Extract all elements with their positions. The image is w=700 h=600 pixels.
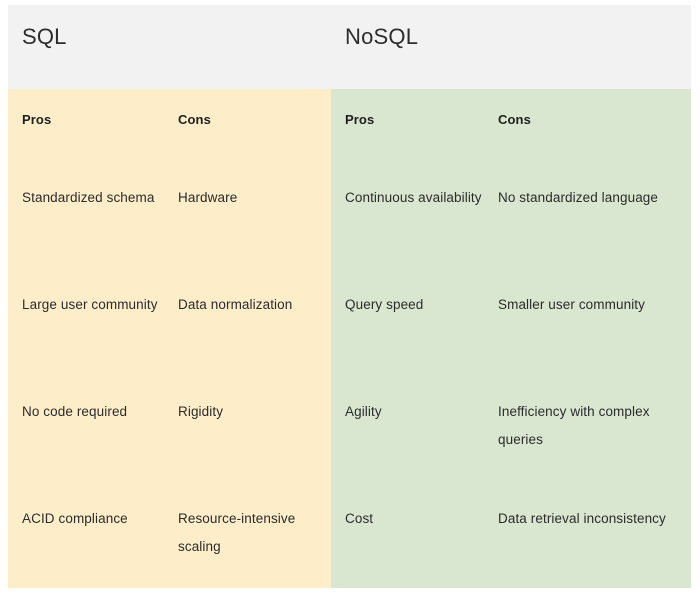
cell-nosql-cons-1: No standardized language xyxy=(498,190,659,205)
header-cell-sql: SQL xyxy=(8,5,331,89)
column-nosql-pros: Pros Continuous availability Query speed… xyxy=(345,89,500,588)
column-header-nosql-pros: Pros xyxy=(345,112,375,127)
cell-nosql-pros-1: Continuous availability xyxy=(345,190,482,205)
cell-sql-cons-3: Rigidity xyxy=(178,404,224,419)
cell-sql-cons-2: Data normalization xyxy=(178,297,293,312)
cell-nosql-cons-3: Inefficiency with complex queries xyxy=(498,404,650,447)
panel-nosql: Pros Continuous availability Query speed… xyxy=(331,89,691,588)
column-header-nosql-cons: Cons xyxy=(498,112,531,127)
cell-sql-cons-1: Hardware xyxy=(178,190,238,205)
panel-title-sql: SQL xyxy=(22,24,67,49)
table-header-band: SQL NoSQL xyxy=(8,5,691,89)
cell-sql-pros-2: Large user community xyxy=(22,297,158,312)
cell-sql-pros-4: ACID compliance xyxy=(22,511,128,526)
column-header-sql-pros: Pros xyxy=(22,112,52,127)
column-header-sql-cons: Cons xyxy=(178,112,211,127)
panel-sql: Pros Standardized schema Large user comm… xyxy=(8,89,331,588)
table-body-band: Pros Standardized schema Large user comm… xyxy=(8,89,691,588)
column-nosql-cons: Cons No standardized language Smaller us… xyxy=(498,89,688,588)
cell-nosql-pros-2: Query speed xyxy=(345,297,424,312)
cell-nosql-pros-3: Agility xyxy=(345,404,382,419)
panel-title-nosql: NoSQL xyxy=(345,24,419,49)
column-sql-pros: Pros Standardized schema Large user comm… xyxy=(22,89,172,588)
cell-nosql-pros-4: Cost xyxy=(345,511,374,526)
cell-nosql-cons-2: Smaller user community xyxy=(498,297,645,312)
column-sql-cons: Cons Hardware Data normalization Rigidit… xyxy=(178,89,328,588)
cell-sql-pros-1: Standardized schema xyxy=(22,190,155,205)
cell-sql-pros-3: No code required xyxy=(22,404,128,419)
cell-nosql-cons-4: Data retrieval inconsistency xyxy=(498,511,666,526)
header-cell-nosql: NoSQL xyxy=(331,5,691,89)
cell-sql-cons-4: Resource-intensive scaling xyxy=(178,511,296,554)
